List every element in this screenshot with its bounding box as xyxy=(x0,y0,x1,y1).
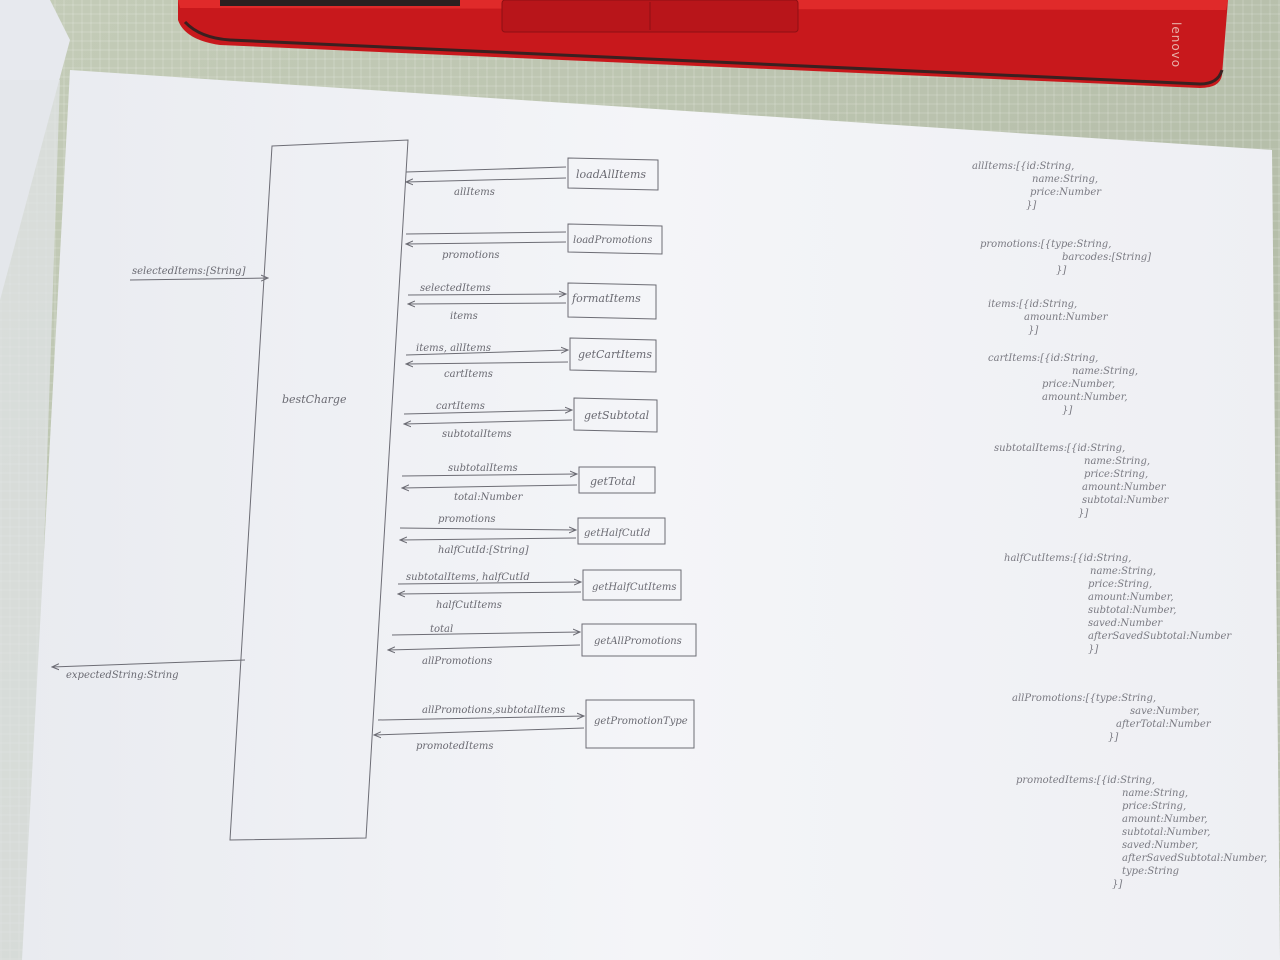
note-block: items:[{id:String, amount:Number }] xyxy=(988,299,1108,336)
function-box xyxy=(567,157,659,191)
output-label: expectedString:String xyxy=(66,670,179,681)
note-block: allItems:[{id:String, name:String, price… xyxy=(972,161,1102,211)
function-label: getAllPromotions xyxy=(594,636,682,647)
return-label: halfCutItems xyxy=(436,600,502,611)
output-arrow xyxy=(52,659,246,667)
lifeline-label: bestCharge xyxy=(282,393,347,406)
note-block: promotions:[{type:String, barcodes:[Stri… xyxy=(980,239,1152,276)
function-label: getTotal xyxy=(590,475,636,488)
function-box xyxy=(578,466,656,494)
sent-label: cartItems xyxy=(436,401,485,412)
return-label: promotedItems xyxy=(416,741,494,752)
note-block: allPromotions:[{type:String, save:Number… xyxy=(1012,693,1211,743)
return-label: promotions xyxy=(442,250,500,261)
return-label: subtotalItems xyxy=(442,429,512,440)
function-box xyxy=(573,397,658,433)
function-box xyxy=(582,569,682,601)
function-box xyxy=(567,282,657,320)
function-box xyxy=(567,223,663,255)
sent-label: total xyxy=(430,624,453,635)
laptop xyxy=(178,0,1228,88)
return-label: allPromotions xyxy=(422,656,492,667)
return-label: halfCutId:[String] xyxy=(438,545,529,556)
sequence-diagram xyxy=(52,139,697,841)
laptop-brand-logo: lenovo xyxy=(1169,22,1183,69)
function-label: loadPromotions xyxy=(573,235,652,246)
sent-label: subtotalItems, halfCutId xyxy=(406,572,530,583)
function-box xyxy=(569,337,657,373)
function-label: loadAllItems xyxy=(576,168,646,181)
function-label: formatItems xyxy=(571,292,641,305)
paper-sheet xyxy=(22,70,1280,960)
function-box xyxy=(581,623,697,657)
function-label: getPromotionType xyxy=(594,716,688,727)
function-label: getHalfCutId xyxy=(584,528,650,539)
note-block: promotedItems:[{id:String, name:String, … xyxy=(1016,775,1268,890)
sent-label: allPromotions,subtotalItems xyxy=(422,705,565,716)
function-label: getCartItems xyxy=(578,348,652,361)
note-block: cartItems:[{id:String, name:String, pric… xyxy=(988,353,1139,416)
sent-label: subtotalItems xyxy=(448,463,518,474)
return-label: cartItems xyxy=(444,369,493,380)
lifeline-box xyxy=(229,139,409,841)
sent-label: selectedItems xyxy=(420,283,491,294)
note-block: halfCutItems:[{id:String, name:String, p… xyxy=(1004,553,1232,655)
return-label: items xyxy=(450,311,478,322)
note-block: subtotalItems:[{id:String, name:String, … xyxy=(994,443,1169,519)
function-box xyxy=(585,699,695,749)
input-arrow xyxy=(129,278,268,280)
return-label: allItems xyxy=(454,187,495,198)
sent-label: items, allItems xyxy=(416,343,491,354)
return-label: total:Number xyxy=(454,492,524,503)
function-box xyxy=(577,517,666,545)
input-label: selectedItems:[String] xyxy=(132,266,246,277)
sent-label: promotions xyxy=(438,514,496,525)
function-label: getSubtotal xyxy=(584,409,650,422)
function-label: getHalfCutItems xyxy=(592,582,677,593)
